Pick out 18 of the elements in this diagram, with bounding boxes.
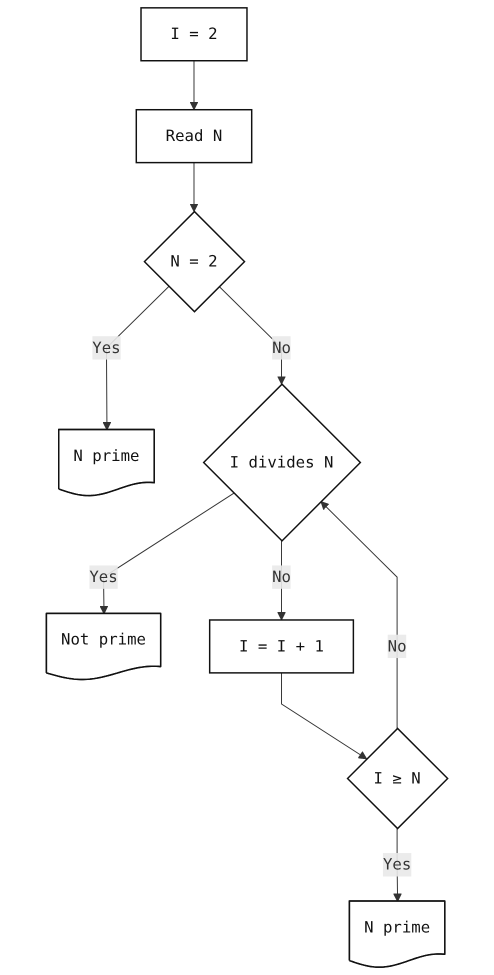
- arrow: [218, 286, 286, 385]
- node-diamond: N = 2: [143, 210, 246, 313]
- edge-label: No: [388, 636, 407, 656]
- arrow: [277, 540, 286, 620]
- node-diamond: I divides N: [202, 383, 362, 542]
- edge-label: Yes: [382, 855, 412, 874]
- node-box: I = I + 1: [208, 619, 354, 674]
- node-box: I = 2: [140, 7, 248, 62]
- edge-label: No: [272, 338, 291, 357]
- arrow: [190, 162, 198, 212]
- node-diamond: I ≥ N: [346, 727, 449, 830]
- edge-label: Yes: [89, 567, 118, 586]
- arrow: [190, 60, 198, 110]
- edge-label: Yes: [92, 338, 121, 357]
- edge-label: No: [272, 567, 291, 586]
- node-box: Read N: [136, 108, 252, 164]
- arrow: [320, 501, 398, 729]
- arrow: [281, 672, 368, 760]
